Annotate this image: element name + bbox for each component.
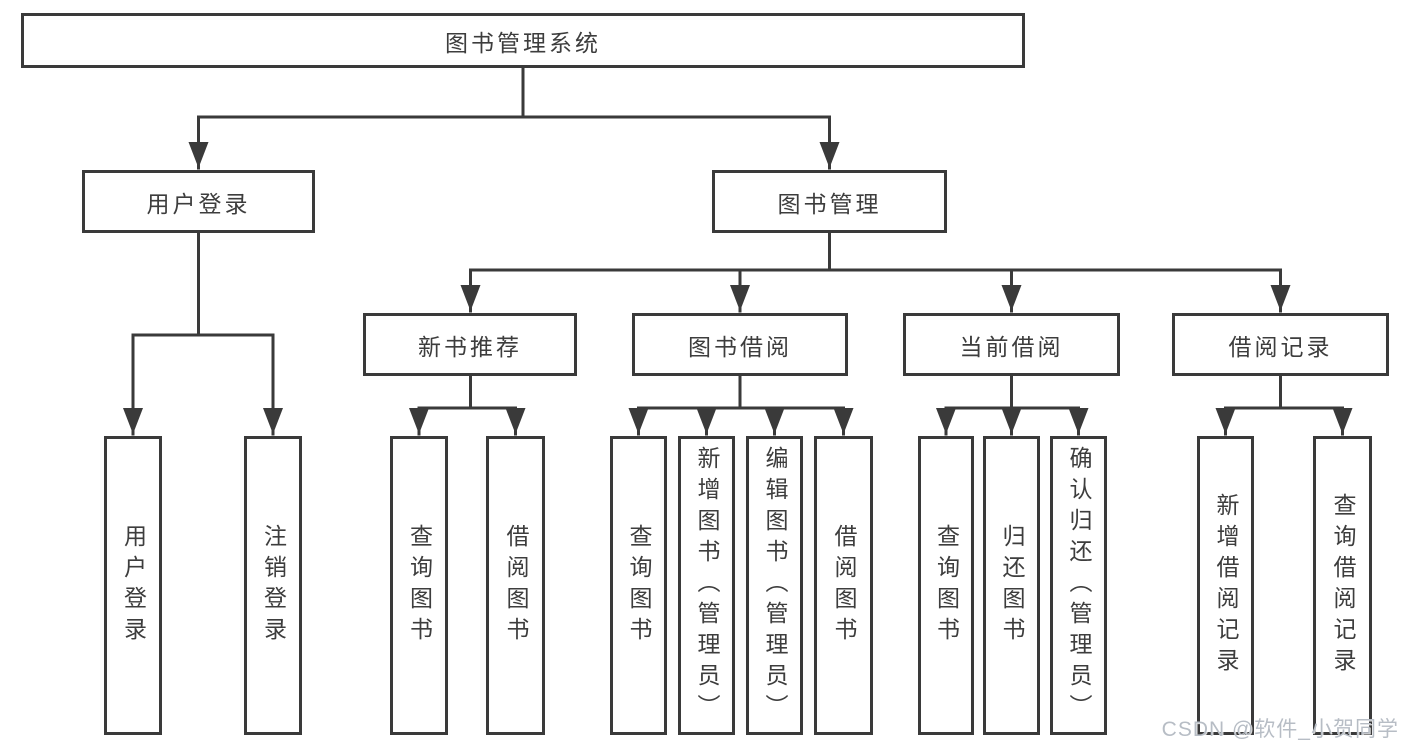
leaf-label: 确认归还（管理员） (1066, 446, 1092, 725)
leaf-label: 编辑图书（管理员） (762, 446, 788, 725)
leaf-logout: 注销登录 (244, 436, 302, 735)
node-borrowing-records: 借阅记录 (1172, 313, 1389, 376)
leaf-label: 用户登录 (120, 523, 147, 648)
node-current-borrowing: 当前借阅 (903, 313, 1120, 376)
leaf-label: 查询图书 (626, 523, 652, 648)
leaf-query-borrow-record: 查询借阅记录 (1313, 436, 1372, 735)
leaf-borrow-books-recommend: 借阅图书 (486, 436, 545, 735)
leaf-label: 新增借阅记录 (1213, 492, 1239, 679)
node-book-management: 图书管理 (712, 170, 947, 233)
node-user-login: 用户登录 (82, 170, 315, 233)
leaf-return-book: 归还图书 (983, 436, 1040, 735)
leaf-query-books-recommend: 查询图书 (390, 436, 448, 735)
leaf-label: 借阅图书 (503, 523, 529, 648)
leaf-label: 新增图书（管理员） (694, 446, 720, 725)
leaf-user-login: 用户登录 (104, 436, 162, 735)
leaf-label: 借阅图书 (831, 523, 857, 648)
node-new-book-recommendation: 新书推荐 (363, 313, 577, 376)
leaf-label: 归还图书 (999, 523, 1025, 648)
watermark: CSDN @软件_小贺同学 (1161, 718, 1399, 741)
leaf-label: 查询图书 (406, 523, 433, 648)
leaf-label: 查询图书 (933, 523, 960, 648)
leaf-confirm-return-admin: 确认归还（管理员） (1050, 436, 1107, 735)
node-book-borrowing: 图书借阅 (632, 313, 848, 376)
leaf-label: 查询借阅记录 (1330, 492, 1356, 679)
leaf-add-borrow-record: 新增借阅记录 (1197, 436, 1254, 735)
leaf-edit-book-admin: 编辑图书（管理员） (746, 436, 803, 735)
node-library-management-system: 图书管理系统 (21, 13, 1025, 68)
leaf-query-books-borrowing: 查询图书 (610, 436, 667, 735)
leaf-query-books-current: 查询图书 (918, 436, 974, 735)
leaf-label: 注销登录 (260, 523, 287, 648)
leaf-add-book-admin: 新增图书（管理员） (678, 436, 735, 735)
leaf-borrow-book: 借阅图书 (814, 436, 873, 735)
